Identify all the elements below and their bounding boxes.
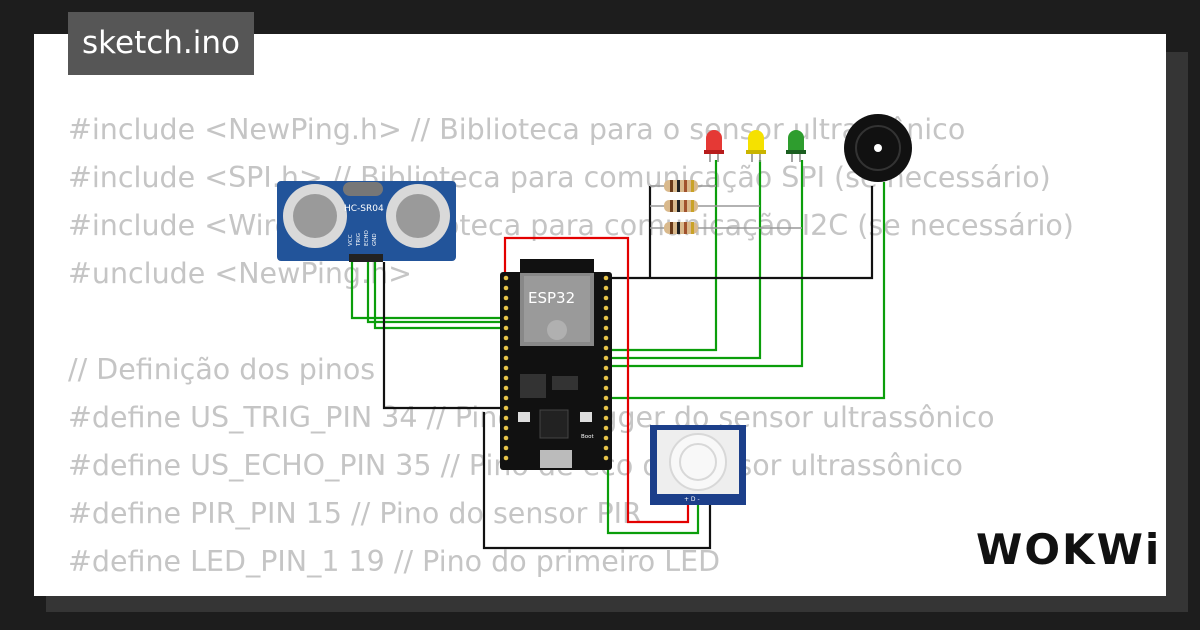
- esp32-board: ESP32 Boot: [500, 259, 612, 470]
- wires: [350, 160, 886, 550]
- file-tab[interactable]: sketch.ino: [68, 12, 254, 75]
- wire-pir-gnd: [482, 412, 712, 550]
- ultrasonic-sensor: HC-SR04 VCC TRIG ECHO GND: [277, 181, 456, 262]
- pir-sensor: + D -: [650, 425, 746, 505]
- code-line: #define PIR_PIN 15 // Pino do sensor PIR: [68, 497, 642, 530]
- code-line: #define US_TRIG_PIN 34 // Pino de trigge…: [68, 401, 995, 434]
- wire-buzzer: [608, 182, 886, 400]
- pin-label-trig: TRIG: [356, 233, 362, 247]
- resistor-3: [664, 222, 698, 234]
- wire-pir-data: [606, 418, 700, 535]
- code-line: #include <SPI.h> // Biblioteca para comu…: [68, 161, 1051, 194]
- pin-label-echo: ECHO: [364, 230, 370, 246]
- wire-echo: [366, 262, 502, 324]
- boot-button-label[interactable]: Boot: [581, 434, 595, 440]
- wire-vcc: [373, 262, 502, 330]
- wire-yellow-led: [608, 160, 762, 360]
- code-line: #unclude <NewPing.h>: [68, 257, 413, 290]
- pin-label-gnd: GND: [372, 233, 378, 246]
- wire-red-led: [608, 160, 718, 352]
- wire-us-gnd: [382, 262, 502, 410]
- code-line: #define LED_PIN_1 19 // Pino do primeiro…: [68, 545, 721, 578]
- buzzer[interactable]: [844, 114, 912, 182]
- esp32-label: ESP32: [528, 289, 575, 307]
- wire-gnd-rail: [602, 186, 874, 280]
- code-line: // Definição dos pinos: [68, 353, 376, 386]
- ultrasonic-label: HC-SR04: [344, 204, 384, 214]
- pir-pin-labels: + D -: [684, 496, 700, 503]
- wire-trig: [350, 262, 502, 320]
- resistors: [650, 180, 802, 234]
- pin-header-left: [503, 275, 509, 461]
- code-line: #define LED_PIN_2 18 // Pino do segundo …: [68, 586, 1074, 596]
- led-yellow[interactable]: [746, 130, 766, 162]
- resistor-1: [664, 180, 698, 192]
- led-green[interactable]: [786, 130, 806, 162]
- wire-green-led: [608, 160, 804, 368]
- wire-pir-vcc: [503, 236, 690, 524]
- resistor-2: [664, 200, 698, 212]
- pin-label-vcc: VCC: [348, 234, 354, 246]
- led-red[interactable]: [704, 130, 724, 162]
- wokwi-logo: WOKWi: [976, 525, 1162, 574]
- pin-header-right: [603, 275, 609, 461]
